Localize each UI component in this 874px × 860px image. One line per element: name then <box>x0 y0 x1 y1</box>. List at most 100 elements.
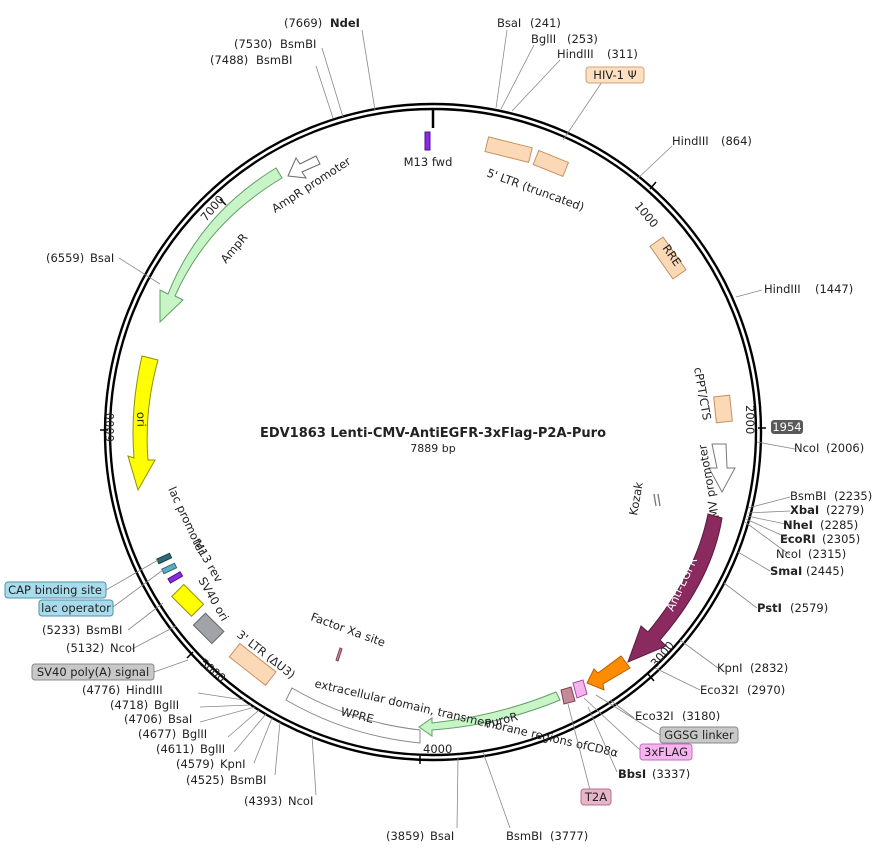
site-pos-bglii-4677: (4677) <box>138 727 176 741</box>
tick-label-6000: 6000 <box>103 413 117 442</box>
site-name-bsmbi-4525: BsmBI <box>230 773 266 787</box>
site-pos-bglii-4718: (4718) <box>110 698 148 712</box>
backbone-inner <box>108 107 758 757</box>
feature-cd8-region <box>586 655 631 691</box>
tick-mark-5000 <box>186 651 194 659</box>
feature-t2a <box>560 686 576 705</box>
site-pos-psti: (2579) <box>790 601 828 615</box>
site-name-bglii-4718: BglII <box>154 698 179 712</box>
site-name-ndei: NdeI <box>330 16 360 30</box>
site-pos-bsmbi-7488: (7488) <box>210 53 248 67</box>
site-name-bsai-241: BsaI <box>497 16 521 30</box>
backbone-outer <box>103 102 763 762</box>
site-name-bsmbi-7488: BsmBI <box>256 53 292 67</box>
feature-ampr-label: AmpR <box>218 231 251 266</box>
tick-mark-7000 <box>219 198 227 206</box>
site-pos-bsai-241: (241) <box>530 16 561 30</box>
site-pos-kpni-4579: (4579) <box>176 757 214 771</box>
feature-wpre <box>285 687 421 744</box>
site-name-hindiii-4776: HindIII <box>126 683 163 697</box>
tick-label-2000: 2000 <box>743 405 757 434</box>
feature-5ltr-b <box>532 149 570 178</box>
boxed-sv40-polya-label: SV40 poly(A) signal <box>37 665 149 679</box>
site-name-ecori: EcoRI <box>780 532 816 546</box>
tick-label-1000: 1000 <box>632 199 662 230</box>
feature-ampr <box>159 167 283 324</box>
feature-m13-rev <box>167 571 184 584</box>
site-pos-ncoi-2006: (2006) <box>826 441 864 455</box>
site-name-nhei: NheI <box>783 518 813 532</box>
feature-5ltr-a <box>484 136 533 163</box>
feature-lac-block2 <box>161 562 178 575</box>
site-pos-bsmbi-7530: (7530) <box>234 37 272 51</box>
site-pos-kpni-2832: (2832) <box>750 661 788 675</box>
site-name-xbai: XbaI <box>790 503 819 517</box>
feature-cppt-label: cPPT/CTS <box>691 366 714 421</box>
feature-ori-label: ori <box>134 412 149 427</box>
feature-lac-promoter <box>156 552 173 565</box>
site-pos-bbsi: (3337) <box>652 767 690 781</box>
site-name-bsai-3859: BsaI <box>430 829 454 843</box>
site-name-bsmbi-2235: BsmBI <box>790 489 826 503</box>
tick-mark-1000 <box>649 181 657 190</box>
boxed-ggsg-linker: GGSG linker <box>595 694 739 744</box>
site-name-kpni-2832: KpnI <box>717 661 743 675</box>
site-name-bbsi: BbsI <box>618 767 646 781</box>
site-pos-bsmbi-5233: (5233) <box>42 623 80 637</box>
site-pos-hindiii-864: (864) <box>721 134 752 148</box>
site-pos-eco32i-3180: (3180) <box>682 709 720 723</box>
site-name-psti: PstI <box>757 601 782 615</box>
site-pos-nhei: (2285) <box>820 518 858 532</box>
site-pos-ncoi-2315: (2315) <box>808 547 846 561</box>
feature-3xflag <box>572 679 588 699</box>
feature-cmv-promoter <box>708 443 736 494</box>
boxed-t2a: T2A <box>567 703 612 806</box>
feature-cppt <box>713 394 733 424</box>
boxed-sv40-polya: SV40 poly(A) signal <box>31 659 189 681</box>
site-pos-ncoi-4393: (4393) <box>244 794 282 808</box>
tick-label-5000: 5000 <box>197 656 228 686</box>
site-pos-smai: (2445) <box>806 564 844 578</box>
site-pos-hindiii-1447: (1447) <box>815 282 853 296</box>
boxed-1954-label: 1954 <box>772 420 801 434</box>
map-title: EDV1863 Lenti-CMV-AntiEGFR-3xFlag-P2A-Pu… <box>260 426 606 441</box>
feature-m13-fwd <box>424 131 431 151</box>
feature-3ltr <box>228 642 277 686</box>
boxed-3xflag: 3xFLAG <box>583 697 693 761</box>
feature-puror <box>418 691 561 737</box>
site-name-bsmbi-3777: BsmBI <box>506 829 542 843</box>
site-name-bsmbi-7530: BsmBI <box>280 37 316 51</box>
site-pos-bsmbi-4525: (4525) <box>186 773 224 787</box>
boxed-lac-operator-label: lac operator <box>41 601 111 615</box>
feature-lac-promoter-label: lac promoter <box>165 484 209 557</box>
site-name-ncoi-2006: NcoI <box>794 441 819 455</box>
boxed-1954: 1954 <box>771 420 803 434</box>
feature-factor-xa <box>335 647 343 662</box>
site-pos-bsai-6559: (6559) <box>46 251 84 265</box>
boxed-ggsg-label: GGSG linker <box>664 728 734 742</box>
site-pos-ecori: (2305) <box>822 532 860 546</box>
site-name-bglii-4611: BglII <box>200 742 225 756</box>
feature-rre <box>649 236 687 280</box>
site-labels: (7669) NdeI (7530) BsmBI (7488) BsmBI Bs… <box>42 16 872 843</box>
boxed-t2a-label: T2A <box>584 790 607 804</box>
feature-m13-fwd-label: M13 fwd <box>404 155 453 169</box>
restriction-sites <box>118 29 796 829</box>
boxed-lac-operator: lac operator <box>38 569 164 617</box>
feature-kozak-2 <box>657 493 661 507</box>
site-name-smai: SmaI <box>770 564 802 578</box>
site-name-hindiii-311: HindIII <box>557 47 594 61</box>
site-name-bsai-6559: BsaI <box>90 251 114 265</box>
boxed-3xflag-label: 3xFLAG <box>644 745 688 759</box>
site-name-hindiii-1447: HindIII <box>764 282 801 296</box>
site-name-ncoi-5132: NcoI <box>110 641 135 655</box>
site-pos-bsmbi-2235: (2235) <box>834 489 872 503</box>
site-name-bglii-253: BglII <box>531 32 556 46</box>
feature-sv40-ori-grey <box>192 612 225 645</box>
feature-sv40-ori-yellow <box>171 583 205 617</box>
site-pos-bglii-253: (253) <box>567 32 598 46</box>
site-pos-hindiii-311: (311) <box>607 47 638 61</box>
site-pos-hindiii-4776: (4776) <box>82 683 120 697</box>
boxed-hiv1-psi: HIV-1 Ψ <box>562 66 645 141</box>
site-name-hindiii-864: HindIII <box>672 134 709 148</box>
